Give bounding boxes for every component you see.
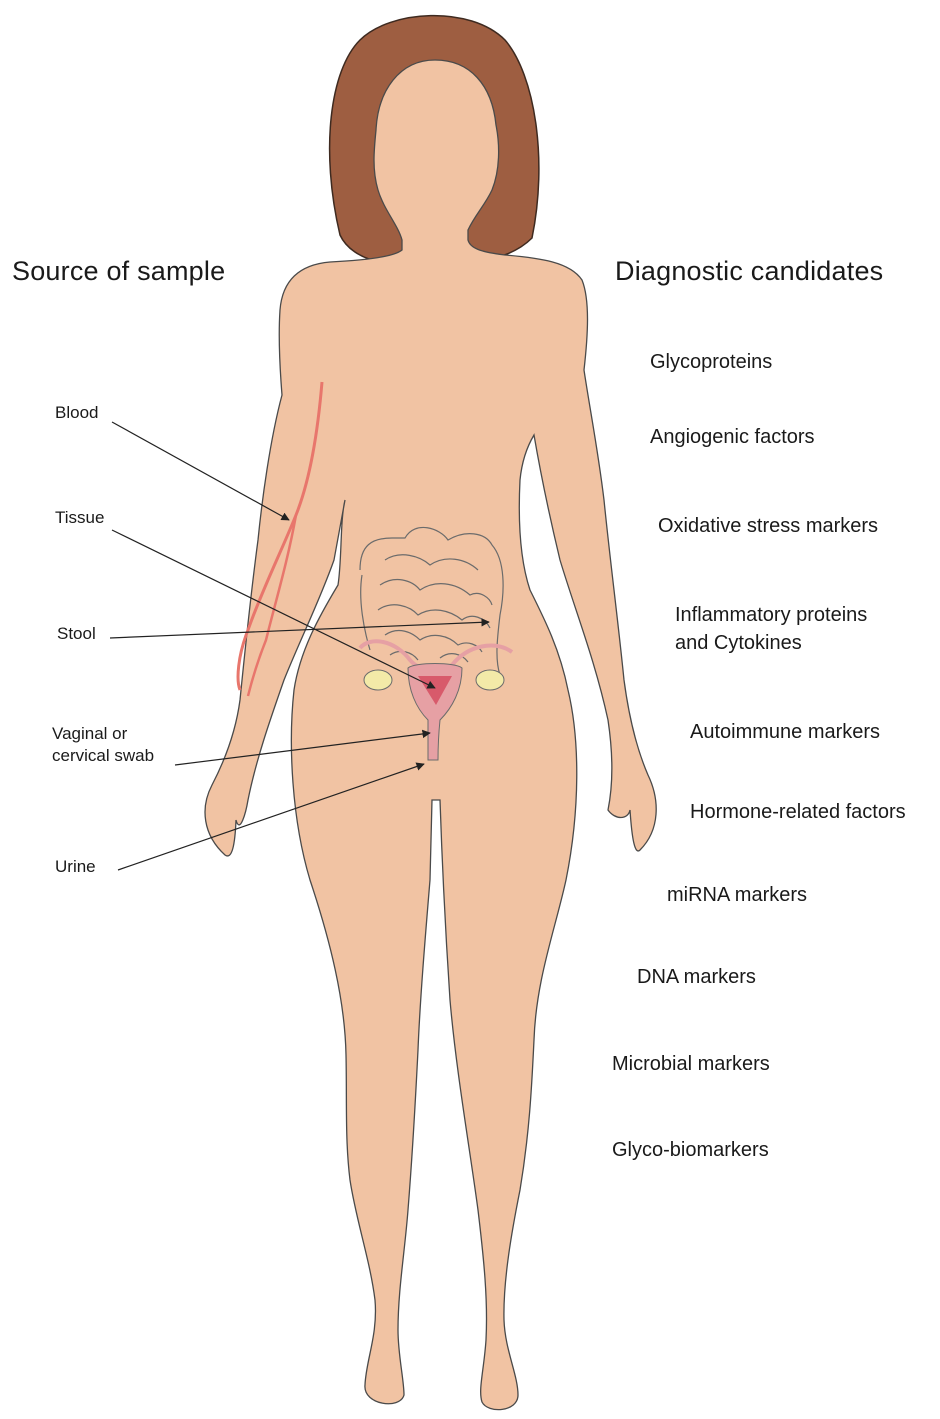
source-label-blood: Blood (55, 402, 98, 424)
source-label-swab: Vaginal or cervical swab (52, 723, 154, 767)
candidates-heading: Diagnostic candidates (615, 256, 883, 287)
source-label-swab-line1: Vaginal or (52, 723, 154, 745)
candidate-mirna-markers: miRNA markers (667, 881, 807, 909)
source-label-tissue: Tissue (55, 507, 104, 529)
candidate-autoimmune-markers: Autoimmune markers (690, 718, 880, 746)
candidate-hormone-related-factors: Hormone-related factors (690, 798, 906, 826)
source-label-urine: Urine (55, 856, 96, 878)
candidate-dna-markers: DNA markers (637, 963, 756, 991)
blood-arrow (112, 422, 289, 520)
candidate-oxidative-stress-markers: Oxidative stress markers (658, 512, 878, 540)
candidate-glyco-biomarkers: Glyco-biomarkers (612, 1136, 769, 1164)
candidate-microbial-markers: Microbial markers (612, 1050, 770, 1078)
candidate-glycoproteins: Glycoproteins (650, 348, 772, 376)
source-heading: Source of sample (12, 256, 225, 287)
candidate-inflammatory-line2: and Cytokines (675, 629, 867, 657)
candidate-angiogenic-factors: Angiogenic factors (650, 423, 815, 451)
candidate-inflammatory-proteins: Inflammatory proteins and Cytokines (675, 601, 867, 657)
source-label-stool: Stool (57, 623, 96, 645)
source-label-swab-line2: cervical swab (52, 745, 154, 767)
candidate-inflammatory-line1: Inflammatory proteins (675, 601, 867, 629)
